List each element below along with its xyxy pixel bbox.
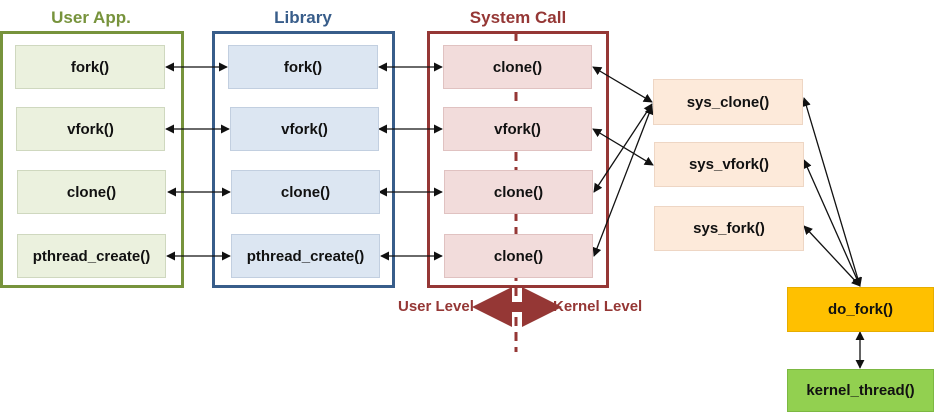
sys-clone-node-2: clone() <box>444 170 593 214</box>
system-call-title: System Call <box>469 8 567 27</box>
user-vfork-node: vfork() <box>16 107 165 151</box>
user-app-title: User App. <box>51 8 131 27</box>
arrow-clone-sysclone <box>592 66 653 103</box>
lib-vfork-node: vfork() <box>230 107 379 151</box>
user-app-group <box>0 31 184 288</box>
lib-pthread-create-node: pthread_create() <box>231 234 380 278</box>
do-fork-node: do_fork() <box>787 287 934 332</box>
arrow-clone2-sysclone <box>593 103 653 193</box>
sys-vfork-kernel-node: sys_vfork() <box>654 142 804 187</box>
sys-clone-node-1: clone() <box>443 45 592 89</box>
arrow-sysfork-dofork <box>803 225 861 287</box>
sys-vfork-node: vfork() <box>443 107 592 151</box>
library-group <box>212 31 395 288</box>
user-fork-node: fork() <box>15 45 165 89</box>
arrow-sysvfork-dofork <box>803 159 861 287</box>
lib-clone-node: clone() <box>231 170 380 214</box>
kernel-thread-node: kernel_thread() <box>787 369 934 412</box>
user-clone-node: clone() <box>17 170 166 214</box>
user-level-label: User Level <box>398 298 474 315</box>
lib-fork-node: fork() <box>228 45 378 89</box>
sys-clone-kernel-node: sys_clone() <box>653 79 803 125</box>
arrow-clone3-sysclone <box>592 105 654 257</box>
sys-fork-kernel-node: sys_fork() <box>654 206 804 251</box>
sys-clone-node-3: clone() <box>444 234 593 278</box>
kernel-level-label: Kernel Level <box>553 298 643 315</box>
user-pthread-create-node: pthread_create() <box>17 234 166 278</box>
arrow-sysclone-dofork <box>801 97 863 287</box>
library-title: Library <box>274 8 332 27</box>
